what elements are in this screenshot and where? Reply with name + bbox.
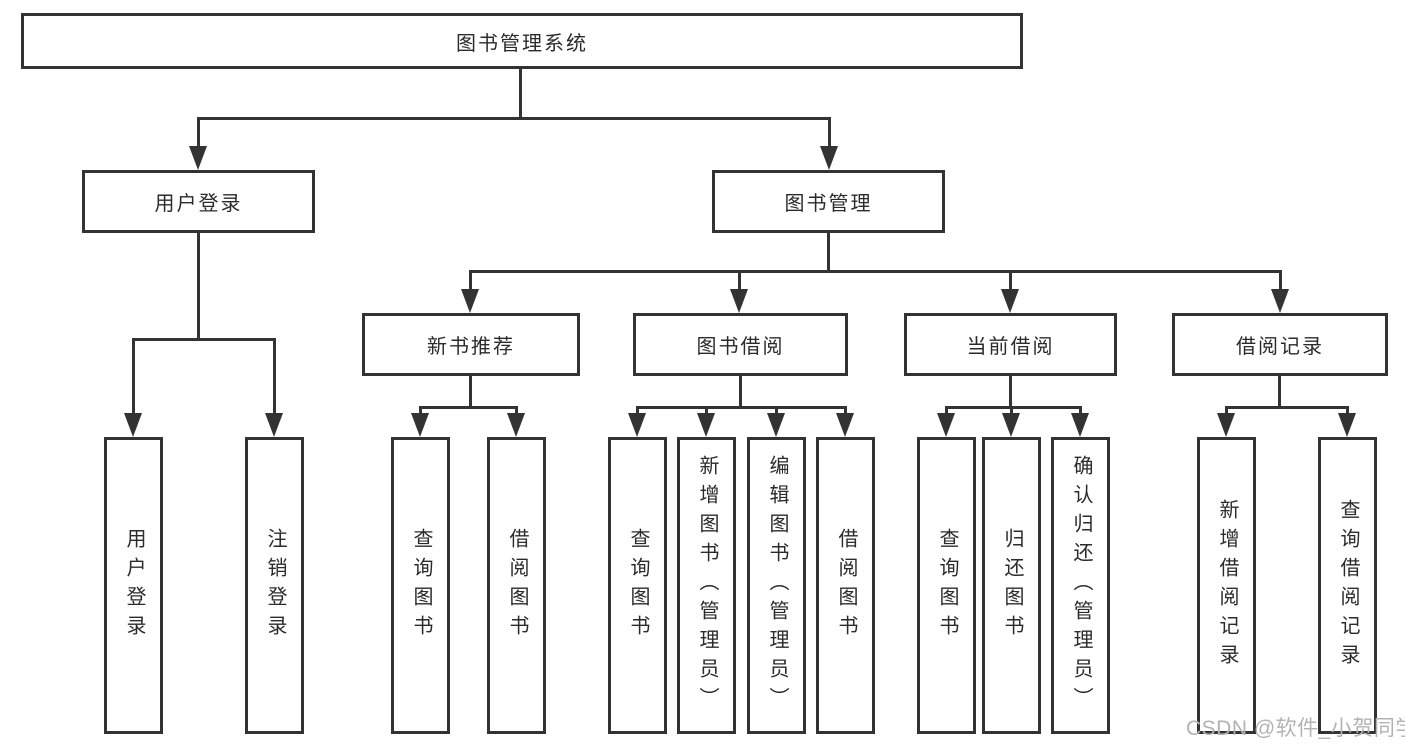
connector-arrowhead-down-icon bbox=[767, 413, 785, 437]
connector-arrowhead-down-icon bbox=[697, 413, 715, 437]
leaf-label: 查询借阅记录 bbox=[1337, 498, 1359, 673]
connector-arrowhead-down-icon bbox=[1338, 413, 1356, 437]
connector-arrowhead-down-icon bbox=[730, 289, 748, 313]
connector-arrowhead-down-icon bbox=[1271, 289, 1289, 313]
node-book-borrow: 图书借阅 bbox=[633, 313, 848, 376]
connector-line bbox=[197, 117, 200, 148]
connector-arrowhead-down-icon bbox=[265, 413, 283, 437]
leaf-edit-books-admin: 编辑图书（管理员） bbox=[747, 437, 806, 734]
node-label: 当前借阅 bbox=[966, 336, 1055, 358]
leaf-user-login: 用户登录 bbox=[104, 437, 163, 734]
connector-line bbox=[419, 406, 518, 409]
leaf-label: 注销登录 bbox=[264, 527, 286, 644]
leaf-label: 新增图书（管理员） bbox=[696, 455, 718, 716]
connector-arrowhead-down-icon bbox=[628, 413, 646, 437]
connector-line bbox=[519, 66, 522, 119]
leaf-label: 用户登录 bbox=[123, 527, 145, 644]
node-borrow-records: 借阅记录 bbox=[1172, 313, 1388, 376]
leaf-confirm-return-admin: 确认归还（管理员） bbox=[1051, 437, 1110, 734]
node-book-management: 图书管理 bbox=[712, 170, 945, 233]
connector-line bbox=[1278, 375, 1281, 408]
leaf-borrow-books-recommend: 借阅图书 bbox=[487, 437, 546, 734]
connector-arrowhead-down-icon bbox=[1071, 413, 1089, 437]
node-label: 图书管理 bbox=[784, 193, 873, 215]
leaf-label: 编辑图书（管理员） bbox=[766, 455, 788, 716]
connector-arrowhead-down-icon bbox=[124, 413, 142, 437]
connector-arrowhead-down-icon bbox=[937, 413, 955, 437]
node-new-book-recommend: 新书推荐 bbox=[362, 313, 580, 376]
connector-line bbox=[1279, 270, 1282, 293]
node-user-login: 用户登录 bbox=[82, 170, 315, 233]
connector-line bbox=[827, 232, 830, 272]
node-label: 图书管理系统 bbox=[456, 32, 588, 55]
connector-line bbox=[1225, 406, 1349, 409]
connector-line bbox=[1009, 270, 1012, 293]
leaf-add-books-admin: 新增图书（管理员） bbox=[677, 437, 736, 734]
connector-line bbox=[636, 406, 847, 409]
node-label: 图书借阅 bbox=[696, 336, 785, 358]
connector-arrowhead-down-icon bbox=[836, 413, 854, 437]
connector-line bbox=[419, 406, 422, 417]
node-label: 用户登录 bbox=[154, 193, 243, 215]
leaf-label: 借阅图书 bbox=[506, 527, 528, 644]
csdn-watermark: CSDN @软件_小贺同学 bbox=[1186, 717, 1405, 740]
connector-arrowhead-down-icon bbox=[411, 413, 429, 437]
leaf-label: 查询图书 bbox=[936, 527, 958, 644]
connector-line bbox=[739, 375, 742, 408]
connector-line bbox=[132, 338, 135, 415]
connector-line bbox=[197, 117, 831, 120]
node-root: 图书管理系统 bbox=[21, 13, 1023, 69]
leaf-query-borrow-record: 查询借阅记录 bbox=[1318, 437, 1377, 734]
connector-arrowhead-down-icon bbox=[507, 413, 525, 437]
leaf-query-books-borrow: 查询图书 bbox=[608, 437, 667, 734]
connector-line bbox=[738, 270, 741, 293]
connector-line bbox=[775, 406, 778, 417]
connector-line bbox=[844, 406, 847, 417]
connector-line bbox=[469, 270, 472, 293]
leaf-add-borrow-record: 新增借阅记录 bbox=[1197, 437, 1256, 734]
connector-line bbox=[469, 375, 472, 408]
connector-line bbox=[945, 406, 948, 417]
leaf-label: 查询图书 bbox=[627, 527, 649, 644]
leaf-logout: 注销登录 bbox=[245, 437, 304, 734]
connector-line bbox=[1225, 406, 1228, 417]
connector-arrowhead-down-icon bbox=[820, 146, 838, 170]
connector-line bbox=[273, 338, 276, 415]
connector-arrowhead-down-icon bbox=[461, 289, 479, 313]
connector-line bbox=[705, 406, 708, 417]
leaf-borrow-books: 借阅图书 bbox=[816, 437, 875, 734]
leaf-label: 确认归还（管理员） bbox=[1070, 455, 1092, 716]
connector-arrowhead-down-icon bbox=[1217, 413, 1235, 437]
leaf-return-books: 归还图书 bbox=[982, 437, 1041, 734]
connector-line bbox=[636, 406, 639, 417]
connector-arrowhead-down-icon bbox=[189, 146, 207, 170]
connector-arrowhead-down-icon bbox=[1001, 289, 1019, 313]
connector-line bbox=[828, 117, 831, 148]
connector-arrowhead-down-icon bbox=[1002, 413, 1020, 437]
connector-line bbox=[1009, 375, 1012, 408]
connector-line bbox=[515, 406, 518, 417]
node-label: 新书推荐 bbox=[427, 336, 515, 358]
leaf-query-books-recommend: 查询图书 bbox=[391, 437, 450, 734]
connector-line bbox=[1010, 406, 1013, 417]
connector-line bbox=[1346, 406, 1349, 417]
leaf-label: 归还图书 bbox=[1001, 527, 1023, 644]
leaf-query-books-current: 查询图书 bbox=[917, 437, 976, 734]
leaf-label: 新增借阅记录 bbox=[1216, 498, 1238, 673]
connector-line bbox=[945, 406, 1082, 409]
connector-line bbox=[132, 338, 276, 341]
leaf-label: 借阅图书 bbox=[835, 527, 857, 644]
node-label: 借阅记录 bbox=[1236, 336, 1324, 358]
leaf-label: 查询图书 bbox=[410, 527, 432, 644]
connector-line bbox=[469, 270, 1282, 273]
connector-line bbox=[197, 232, 200, 340]
connector-line bbox=[1079, 406, 1082, 417]
node-current-borrow: 当前借阅 bbox=[904, 313, 1117, 376]
